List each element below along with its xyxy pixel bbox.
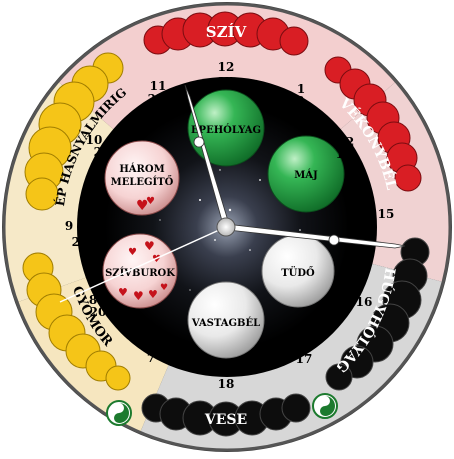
hour-3: 3 bbox=[368, 211, 376, 225]
hour-15: 15 bbox=[378, 207, 395, 221]
hour-9: 9 bbox=[65, 219, 73, 233]
label-tudo: TÜDŐ bbox=[281, 266, 315, 279]
hour-17: 17 bbox=[296, 352, 313, 366]
hour-19: 19 bbox=[146, 341, 163, 355]
hour-8: 8 bbox=[89, 293, 97, 307]
pill-vese: VESE bbox=[141, 393, 311, 437]
hour-20: 20 bbox=[90, 305, 107, 319]
hour-21: 21 bbox=[72, 235, 89, 249]
hour-6: 6 bbox=[222, 363, 230, 377]
organ-harom-melegito: HÁROM MELEGÍTŐ ♥ ♥ bbox=[104, 140, 180, 216]
organ-szivburok: SZÍVBUROK ♥ ♥ ♥ ♥ ♥ ♥ ♥ bbox=[102, 233, 178, 309]
label-vastagbel: VASTAGBÉL bbox=[191, 317, 260, 329]
label-sziv: SZÍV bbox=[206, 23, 247, 41]
svg-text:♥: ♥ bbox=[148, 288, 158, 301]
organ-epeholyag: EPEHÓLYAG bbox=[187, 89, 265, 167]
hour-10: 10 bbox=[86, 133, 103, 147]
svg-text:♥: ♥ bbox=[136, 198, 149, 214]
hour-2: 2 bbox=[346, 135, 354, 149]
hour-16: 16 bbox=[356, 295, 373, 309]
yin-yang-logo-right bbox=[312, 393, 338, 419]
svg-text:♥: ♥ bbox=[118, 286, 128, 299]
hour-1: 1 bbox=[297, 82, 305, 96]
svg-text:♥: ♥ bbox=[128, 247, 137, 258]
hour-22: 22 bbox=[94, 145, 111, 159]
svg-text:♥: ♥ bbox=[152, 254, 161, 265]
organ-maj: MÁJ bbox=[267, 135, 345, 213]
outer-ring bbox=[2, 2, 452, 452]
label-vese: VESE bbox=[204, 412, 247, 428]
label-szivburok: SZÍVBUROK bbox=[105, 267, 175, 279]
hour-14: 14 bbox=[336, 147, 353, 161]
label-maj: MÁJ bbox=[294, 169, 318, 181]
pill-szív: SZÍV bbox=[143, 11, 309, 56]
yin-yang-logo-left bbox=[106, 400, 132, 426]
hour-5: 5 bbox=[296, 341, 304, 355]
second-hand bbox=[59, 225, 229, 303]
hour-4: 4 bbox=[351, 285, 359, 299]
hearts-icon: ♥ ♥ bbox=[136, 196, 155, 214]
hour-numbers-inner: 24 13 14 15 16 17 18 19 20 21 22 23 bbox=[72, 75, 395, 391]
center-cap bbox=[216, 217, 236, 237]
svg-text:♥: ♥ bbox=[133, 289, 144, 303]
svg-text:♥: ♥ bbox=[160, 283, 168, 293]
hour-23: 23 bbox=[148, 92, 165, 106]
hour-13: 13 bbox=[288, 94, 305, 108]
hour-7: 7 bbox=[147, 351, 155, 365]
label-harom: HÁROM bbox=[119, 163, 164, 175]
organ-tudo: TÜDŐ bbox=[261, 234, 335, 308]
hour-18: 18 bbox=[218, 377, 235, 391]
svg-text:♥: ♥ bbox=[144, 239, 155, 253]
label-epeholyag: EPEHÓLYAG bbox=[191, 124, 261, 136]
label-melegito: MELEGÍTŐ bbox=[111, 175, 174, 188]
hour-12: 12 bbox=[218, 60, 235, 74]
hour-numbers-outer: 12 1 2 3 4 5 6 7 8 9 10 11 bbox=[65, 60, 376, 377]
clock-hands bbox=[59, 84, 406, 303]
svg-text:♥: ♥ bbox=[146, 196, 155, 207]
hearts-icon: ♥ ♥ ♥ ♥ ♥ ♥ ♥ bbox=[118, 239, 168, 303]
organ-vastagbel: VASTAGBÉL bbox=[187, 281, 265, 359]
hour-11: 11 bbox=[150, 79, 167, 93]
hour-24: 24 bbox=[218, 75, 235, 89]
